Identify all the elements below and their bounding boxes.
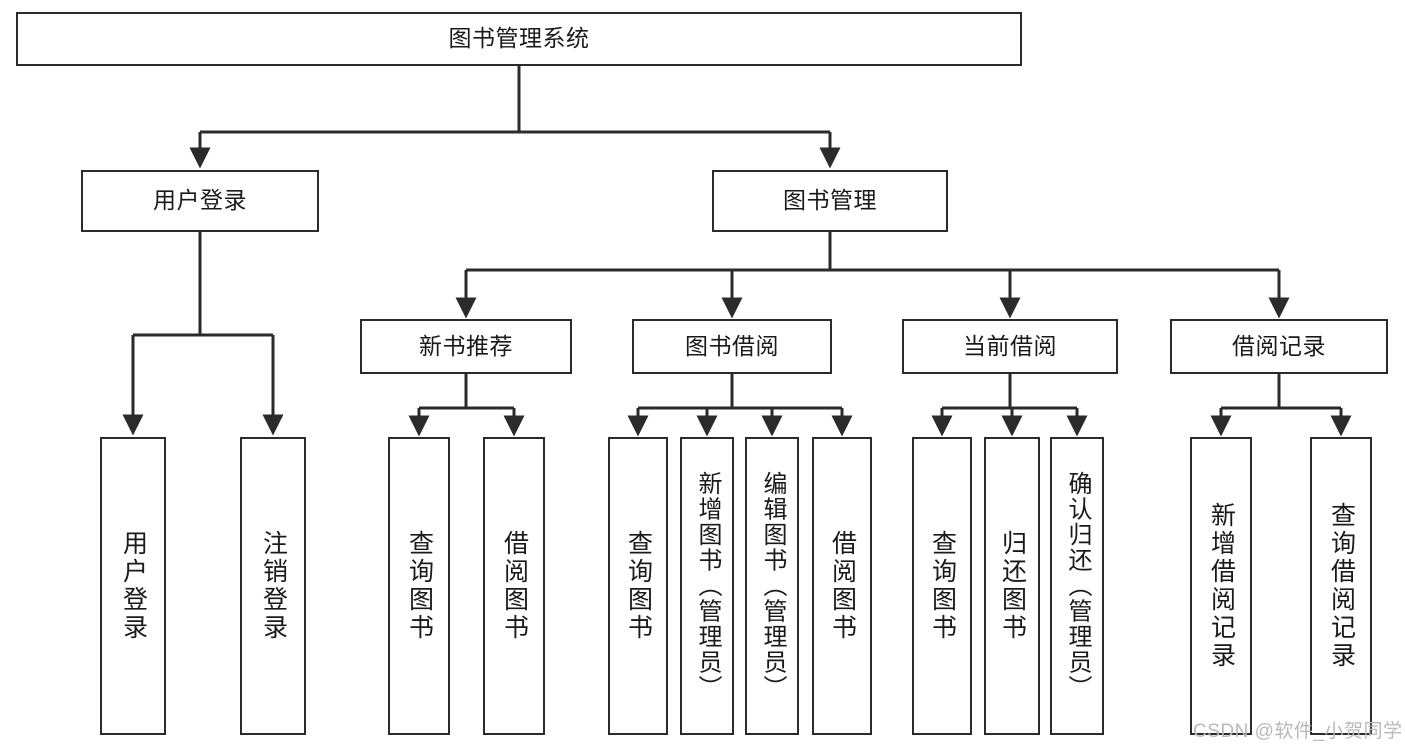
node-new-book-rec[interactable]: 新书推荐: [360, 319, 572, 374]
node-user-login[interactable]: 用户登录: [81, 170, 319, 232]
node-leaf-query-book-3-label: 查询图书: [928, 530, 957, 642]
node-leaf-borrow-book-2[interactable]: 借阅图书: [812, 437, 872, 735]
node-new-book-rec-label: 新书推荐: [419, 332, 513, 359]
node-leaf-user-login[interactable]: 用户登录: [100, 437, 166, 735]
node-current-borrow-label: 当前借阅: [963, 332, 1057, 359]
node-leaf-user-login-label: 用户登录: [119, 530, 148, 642]
node-leaf-add-record-label: 新增借阅记录: [1207, 502, 1236, 670]
node-leaf-confirm-return-label: 确认归还（管理员）: [1064, 471, 1091, 701]
node-leaf-borrow-book-2-label: 借阅图书: [828, 530, 857, 642]
node-root-label: 图书管理系统: [448, 25, 590, 52]
node-borrow-record[interactable]: 借阅记录: [1170, 319, 1388, 374]
node-leaf-return-book[interactable]: 归还图书: [984, 437, 1040, 735]
node-book-borrow-label: 图书借阅: [685, 332, 779, 359]
node-leaf-query-book-1[interactable]: 查询图书: [388, 437, 450, 735]
node-leaf-add-record[interactable]: 新增借阅记录: [1190, 437, 1252, 735]
node-leaf-query-record[interactable]: 查询借阅记录: [1310, 437, 1372, 735]
node-leaf-query-book-2[interactable]: 查询图书: [608, 437, 668, 735]
node-user-login-label: 用户登录: [153, 187, 247, 214]
node-leaf-user-logout-label: 注销登录: [259, 530, 288, 642]
node-leaf-query-record-label: 查询借阅记录: [1327, 502, 1356, 670]
node-borrow-record-label: 借阅记录: [1232, 332, 1326, 359]
node-book-borrow[interactable]: 图书借阅: [632, 319, 832, 374]
csdn-watermark: CSDN @软件_小贺同学: [1193, 721, 1403, 742]
node-leaf-borrow-book-1-label: 借阅图书: [500, 530, 529, 642]
node-leaf-return-book-label: 归还图书: [998, 530, 1027, 642]
node-leaf-query-book-1-label: 查询图书: [405, 530, 434, 642]
node-current-borrow[interactable]: 当前借阅: [902, 319, 1118, 374]
node-leaf-add-book-label: 新增图书（管理员）: [694, 471, 721, 701]
node-leaf-add-book[interactable]: 新增图书（管理员）: [680, 437, 734, 735]
node-leaf-query-book-2-label: 查询图书: [624, 530, 653, 642]
node-leaf-edit-book[interactable]: 编辑图书（管理员）: [745, 437, 799, 735]
node-book-manage-label: 图书管理: [783, 187, 877, 214]
node-root[interactable]: 图书管理系统: [16, 12, 1022, 66]
node-leaf-query-book-3[interactable]: 查询图书: [912, 437, 972, 735]
node-leaf-borrow-book-1[interactable]: 借阅图书: [483, 437, 545, 735]
node-leaf-confirm-return[interactable]: 确认归还（管理员）: [1050, 437, 1104, 735]
node-book-manage[interactable]: 图书管理: [712, 170, 948, 232]
node-leaf-edit-book-label: 编辑图书（管理员）: [759, 471, 786, 701]
node-leaf-user-logout[interactable]: 注销登录: [240, 437, 306, 735]
